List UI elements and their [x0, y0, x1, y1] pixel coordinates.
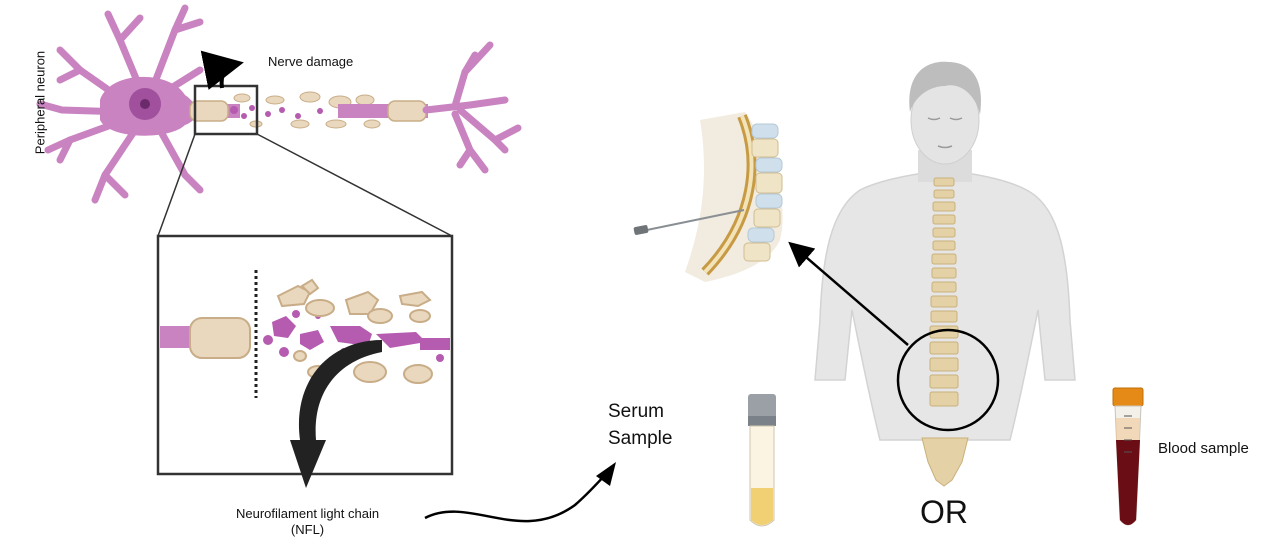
lumbar-puncture-illustration: [633, 112, 783, 282]
nfl-label-line2: (NFL): [290, 522, 325, 537]
nerve-damage-label: Nerve damage: [268, 54, 354, 69]
blood-tube: [1112, 387, 1144, 526]
needle: [641, 209, 745, 232]
serum-tube: [748, 394, 776, 527]
blood-sample-label: Blood sample: [1158, 440, 1249, 457]
serum-sample-label: Serum Sample: [608, 398, 672, 452]
nerve-damage-arrow: [200, 50, 244, 90]
nfl-label-line1: Neurofilament light chain: [236, 506, 380, 521]
zoomed-panel: [156, 234, 454, 488]
peripheral-neuron: [36, 4, 522, 204]
nfl-label: Neurofilament light chain (NFL): [236, 506, 379, 538]
spinal-column: [921, 177, 969, 487]
nfl-release-arrow: [290, 340, 382, 488]
or-label: OR: [920, 494, 968, 530]
peripheral-neuron-label: Peripheral neuron: [32, 50, 48, 155]
serum-label-line1: Serum: [608, 401, 664, 422]
zoom-to-spine-arrow: [788, 241, 909, 346]
nfl-to-serum-arrow: [424, 471, 609, 523]
serum-label-line2: Sample: [608, 428, 673, 449]
lumbar-highlight-circle: [896, 328, 1000, 432]
